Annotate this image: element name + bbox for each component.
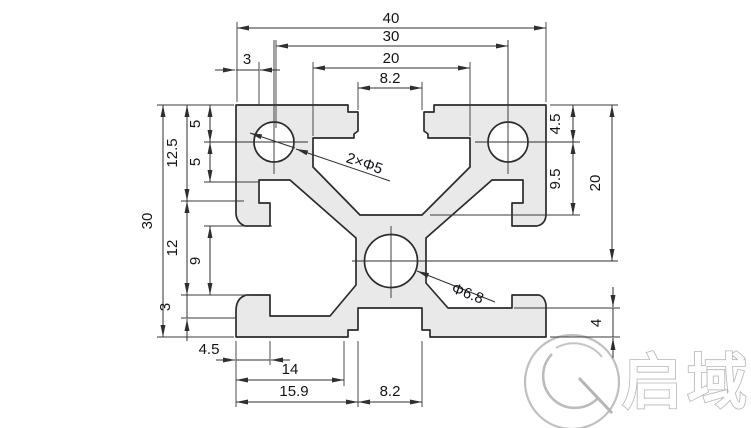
dim-left-lower-lip: 3 — [157, 303, 174, 311]
dim-top-cavity-width: 20 — [383, 50, 400, 67]
dim-left-slot-opening: 9 — [187, 257, 204, 265]
dim-right-center-hole-depth: 20 — [587, 175, 604, 192]
profile-cross-section — [235, 104, 547, 338]
callout-corner-holes: 2×Φ5 — [344, 150, 385, 178]
logo-circle-icon — [523, 333, 621, 428]
dim-left-upper-section: 12.5 — [164, 138, 181, 167]
dim-right-cavity-depth: 9.5 — [547, 169, 564, 190]
logo-q-swoosh-icon — [541, 353, 599, 410]
logo-q-tail-icon — [577, 376, 614, 415]
dim-bottom-to-slot: 15.9 — [279, 383, 308, 400]
dim-left-pocket-depth: 5 — [187, 158, 204, 166]
dim-top-slot-width: 8.2 — [380, 70, 401, 87]
logo-q-arc-icon — [555, 342, 603, 358]
watermark-logo: 启域 — [523, 333, 751, 428]
dim-left-mid-section: 12 — [164, 240, 181, 257]
dimension-texts: 40 30 20 3 8.2 30 12.5 12 3 5 5 9 4.5 9.… — [139, 10, 605, 400]
dim-top-hole-spacing: 30 — [383, 28, 400, 45]
watermark-brand-text: 启域 — [622, 349, 751, 416]
dim-left-hole-offset: 5 — [187, 120, 204, 128]
dim-bottom-slot-width: 8.2 — [380, 383, 401, 400]
callout-center-hole: Φ6.8 — [449, 280, 486, 308]
dim-bottom-foot-width: 4.5 — [199, 341, 220, 358]
dim-top-edge-offset: 3 — [243, 51, 251, 68]
dim-top-overall-width: 40 — [383, 10, 400, 27]
dim-bottom-to-step: 14 — [282, 361, 299, 378]
dim-right-bottom-web: 4 — [588, 319, 605, 327]
dim-right-hole-depth: 4.5 — [547, 114, 564, 135]
extension-lines — [157, 22, 620, 407]
profile-outline — [235, 104, 547, 338]
leader-lines — [249, 132, 496, 303]
dimension-lines — [160, 25, 616, 405]
dim-left-overall-height: 30 — [139, 213, 156, 230]
